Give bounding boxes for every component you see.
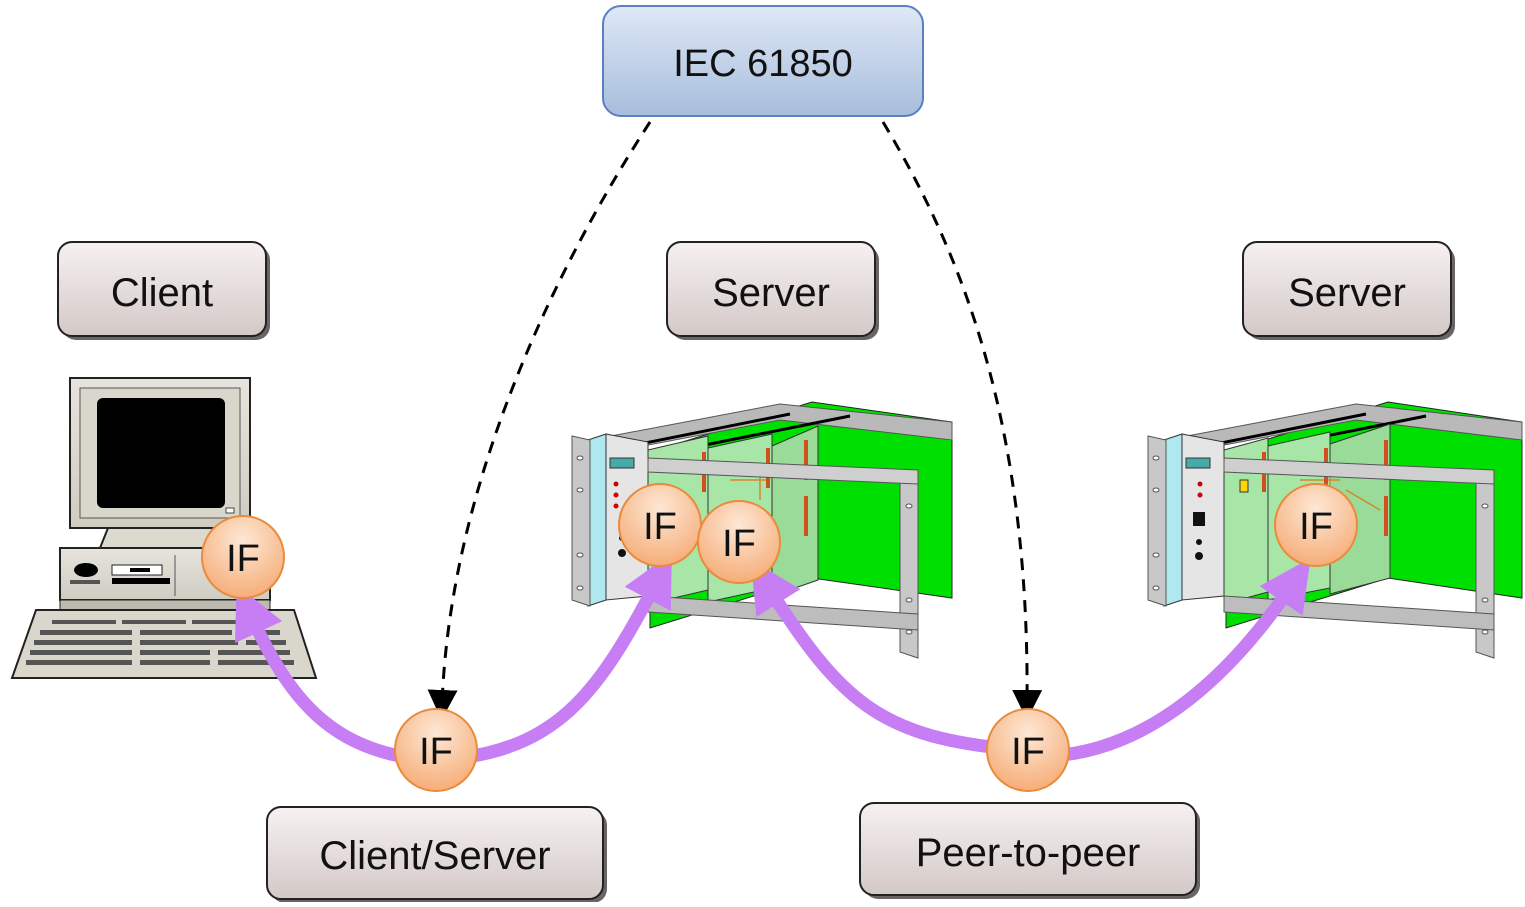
client-title-box: Client [57,241,270,340]
interface-badge-client-server: IF [394,708,478,792]
link-to-server1-arrow [453,552,672,765]
client-server-label: Client/Server [319,834,550,878]
interface-label: IF [643,506,677,548]
interface-label: IF [419,731,453,773]
interface-badge-client: IF [201,515,285,599]
dashed-arrow-peer-to-peer [881,121,1043,720]
peer-to-peer-label-box: Peer-to-peer [859,802,1200,899]
peer-to-peer-label: Peer-to-peer [916,831,1141,875]
dashed-arrow-client-server [427,121,652,720]
interface-badge-server1-a: IF [618,483,702,567]
link-to-server1-peer-arrow [750,559,1007,755]
interface-badge-server1-b: IF [697,500,781,584]
server1-title-box: Server [666,241,879,340]
interface-badge-server2: IF [1274,483,1358,567]
interface-label: IF [226,538,260,580]
server2-title: Server [1288,271,1406,315]
link-to-client-arrow [234,584,417,765]
interface-label: IF [1011,731,1045,773]
link-to-server2-arrow [1045,557,1311,763]
client-title: Client [111,271,213,315]
client-server-label-box: Client/Server [266,806,607,903]
interface-label: IF [722,523,756,565]
iec-61850-node: IEC 61850 [602,5,924,117]
iec-61850-label: IEC 61850 [673,43,853,85]
server2-title-box: Server [1242,241,1455,340]
interface-badge-peer-to-peer: IF [986,708,1070,792]
server1-title: Server [712,271,830,315]
interface-label: IF [1299,506,1333,548]
